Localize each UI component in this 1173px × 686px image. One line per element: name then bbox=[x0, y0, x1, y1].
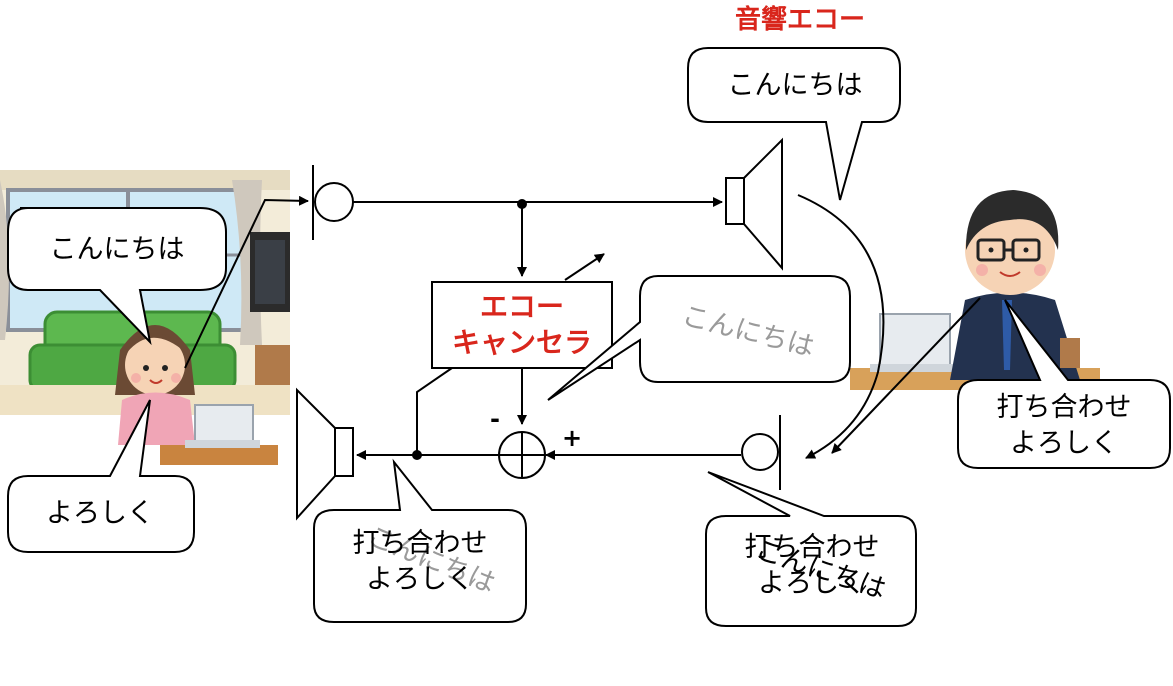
signal-paths bbox=[184, 194, 981, 460]
echo-canceller-box bbox=[431, 281, 613, 369]
canceller-label-line2: キャンセラ bbox=[452, 326, 592, 359]
speaker-left-icon bbox=[296, 387, 354, 521]
speech-bubble-right-top bbox=[687, 47, 901, 201]
canceller-label-line1: エコー bbox=[480, 290, 564, 323]
microphone-left-icon bbox=[312, 165, 354, 240]
speaker-right-icon bbox=[725, 137, 783, 271]
minus-sign: - bbox=[490, 405, 500, 433]
ghost-speech-bubble-middle bbox=[547, 275, 851, 401]
bubble-right-bottom-line2: よろしく bbox=[1010, 428, 1118, 459]
speech-bubble-bottom-left bbox=[313, 458, 527, 623]
bubble-right-bottom-line1: 打ち合わせ bbox=[997, 392, 1132, 423]
speech-bubble-bottom-right bbox=[705, 471, 917, 627]
speech-bubble-left-top bbox=[7, 207, 227, 346]
speech-bubble-right-bottom bbox=[957, 299, 1171, 469]
bubble-left-top-text: こんにちは bbox=[50, 234, 185, 265]
bubble-bottom-left-line1: 打ち合わせ bbox=[353, 528, 488, 559]
junction-dot-bottom bbox=[412, 450, 422, 460]
junction-dot-top bbox=[517, 199, 527, 209]
acoustic-echo-title: 音響エコー bbox=[735, 4, 865, 35]
bubble-left-bottom-text: よろしく bbox=[46, 498, 154, 529]
bubble-right-top-text: こんにちは bbox=[728, 70, 863, 101]
man-illustration bbox=[850, 190, 1100, 390]
bubble-bottom-left-line2: よろしく bbox=[366, 564, 474, 595]
bubble-bottom-right-line2: よろしく bbox=[758, 568, 866, 599]
subtractor-symbol bbox=[498, 431, 546, 479]
bubble-bottom-right-line1: 打ち合わせ bbox=[745, 532, 880, 563]
speech-bubble-left-bottom bbox=[7, 399, 195, 553]
plus-sign: + bbox=[562, 424, 582, 452]
microphone-right-icon bbox=[741, 415, 781, 490]
